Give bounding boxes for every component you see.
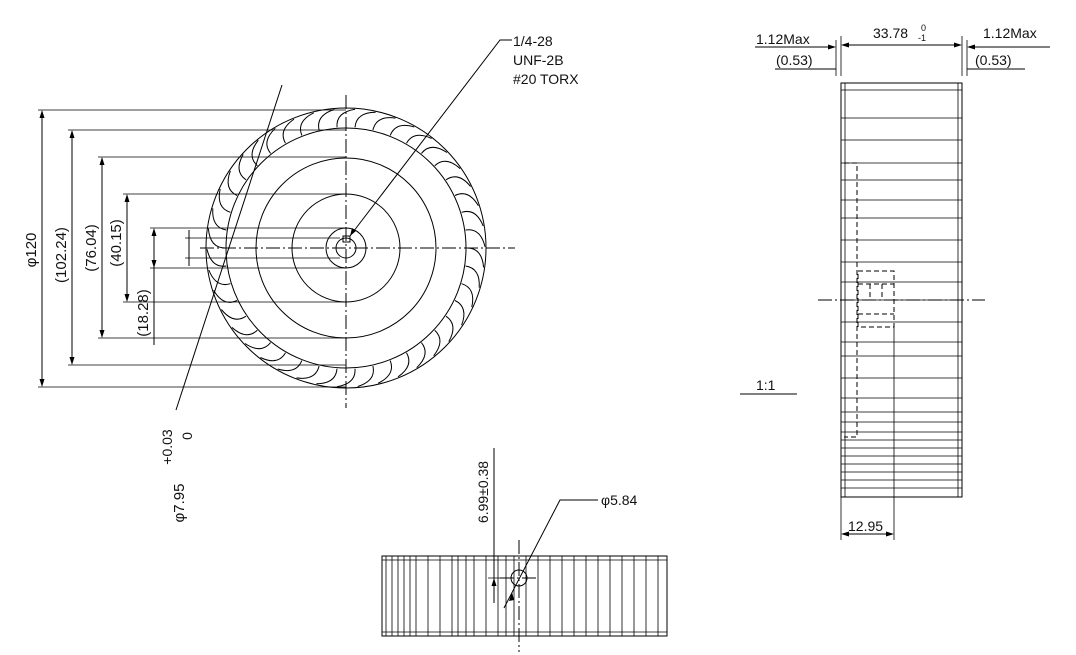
dim-phi120: φ120 <box>23 233 40 268</box>
fan-blade <box>336 108 356 128</box>
fan-blade <box>397 352 410 378</box>
scale-label: 1:1 <box>756 377 776 393</box>
bottom-view: 6.99±0.38 φ5.84 <box>381 448 668 652</box>
dim-40-15: (40.15) <box>108 219 125 267</box>
fan-blade <box>454 300 465 326</box>
thread-note-line-1: 1/4-28 <box>513 33 553 49</box>
fan-blade <box>445 315 454 342</box>
fan-blade <box>316 368 338 385</box>
fan-blade <box>260 352 286 362</box>
fan-blade <box>238 154 247 181</box>
right-ref-dim: (0.53) <box>975 52 1012 68</box>
width-tol-lower: -1 <box>918 33 926 43</box>
fan-blade <box>406 134 432 144</box>
bore-diameter: φ7.95 <box>171 484 188 523</box>
fan-blade <box>218 188 231 213</box>
fan-blade <box>277 360 303 372</box>
fan-blade <box>244 342 271 350</box>
fan-blade <box>212 208 227 231</box>
fan-blade <box>433 329 441 357</box>
fan-blade <box>227 170 238 196</box>
height-dim: 6.99±0.38 <box>475 461 491 523</box>
fan-blade <box>206 249 227 267</box>
side-view: 1.12Max (0.53) 33.78 0 -1 1.12Max (0.53)… <box>740 23 1050 540</box>
dim-102-24: (102.24) <box>53 227 70 283</box>
fan-blade <box>357 365 374 387</box>
fan-blade <box>282 118 295 144</box>
thread-note-line-3: #20 TORX <box>513 71 579 87</box>
thread-note-line-2: UNF-2B <box>513 52 564 68</box>
hole-dim: φ5.84 <box>601 492 638 508</box>
fan-blades <box>206 108 486 388</box>
fan-blade <box>213 289 238 303</box>
fan-blade <box>318 109 335 131</box>
fan-blade <box>461 283 474 308</box>
fan-blade <box>465 265 480 288</box>
fan-blade <box>445 176 471 187</box>
fan-blade <box>421 146 448 154</box>
bore-tol-lower: 0 <box>179 432 195 440</box>
front-view: 1/4-28 UNF-2B #20 TORX φ120 (102.24) (76… <box>23 33 579 522</box>
fan-blade <box>466 247 485 268</box>
fan-blade <box>434 160 461 169</box>
fan-blade <box>372 117 396 131</box>
left-max-dim: 1.12Max <box>756 31 810 47</box>
dim-18-28: (18.28) <box>135 289 152 337</box>
fan-blade <box>296 365 320 379</box>
fan-blade <box>377 360 393 384</box>
fan-blade <box>454 193 479 207</box>
width-dim: 33.78 <box>873 25 908 41</box>
fan-blade <box>465 229 486 247</box>
side-view-lines <box>841 83 962 497</box>
dim-76-04: (76.04) <box>83 224 100 272</box>
left-ref-dim: (0.53) <box>776 52 813 68</box>
fan-blade <box>251 139 259 167</box>
fan-blade <box>299 112 315 136</box>
hub-width-dim: 12.95 <box>848 518 883 534</box>
bore-tol-upper: +0.03 <box>159 429 175 465</box>
fan-blade <box>354 111 376 128</box>
fan-blade <box>231 327 258 336</box>
fan-blade <box>461 211 484 227</box>
fan-blade <box>221 309 247 320</box>
fan-blade <box>389 124 415 136</box>
right-max-dim: 1.12Max <box>983 25 1037 41</box>
bottom-view-slats <box>385 556 659 636</box>
fan-blade <box>336 368 356 388</box>
fan-blade <box>416 342 426 369</box>
fan-blade <box>266 127 276 154</box>
width-tol-upper: 0 <box>921 23 926 33</box>
